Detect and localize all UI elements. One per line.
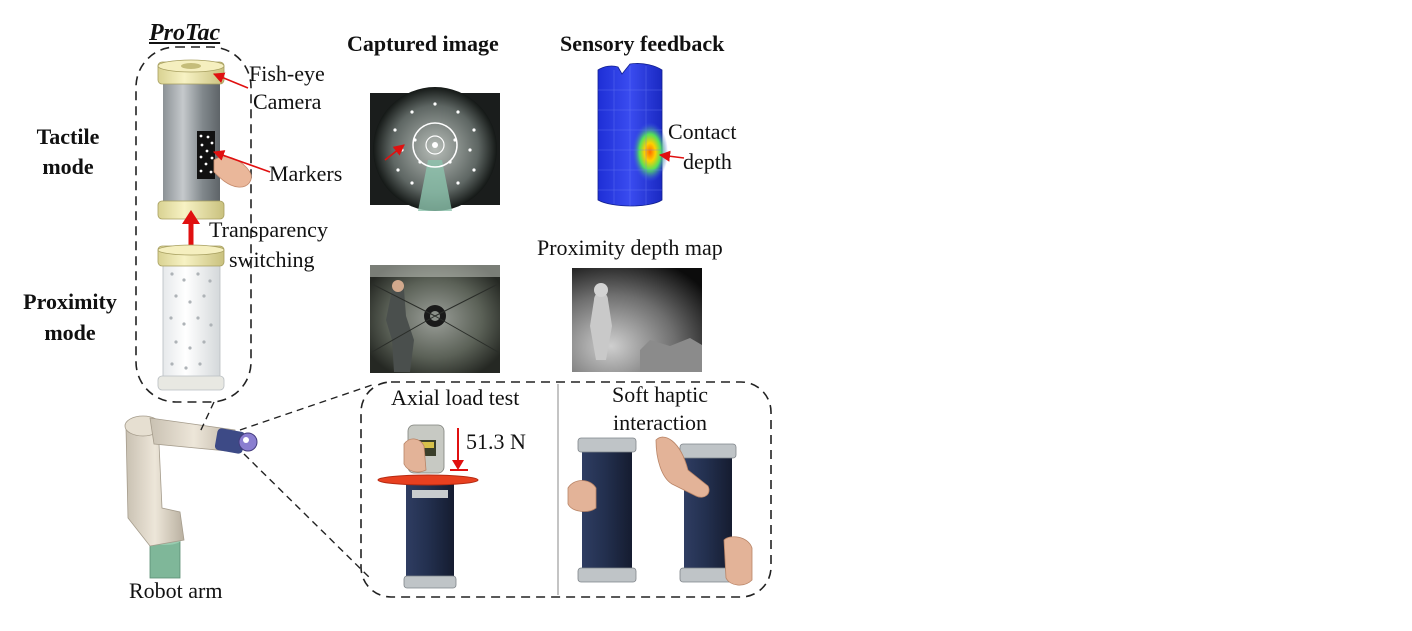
force-value-label: 51.3 N	[466, 429, 526, 454]
protac-dashed-outline	[135, 46, 252, 403]
depth-label: depth	[683, 149, 732, 174]
zoom-line-upper	[239, 384, 373, 431]
captured-proximity-image	[370, 265, 500, 373]
zoom-line-protac	[199, 401, 215, 433]
fisheye-label: Fish-eye	[249, 61, 325, 86]
load-plate	[377, 474, 479, 486]
proximity-mode-label-1: Proximity	[23, 289, 117, 314]
tests-dashed-outline	[360, 381, 772, 598]
contact-depth-map	[597, 63, 668, 207]
soft-haptic-label-1: Soft haptic	[612, 382, 708, 407]
tactile-mode-label-2: mode	[42, 154, 94, 179]
switching-label: switching	[229, 247, 315, 272]
contact-label: Contact	[668, 119, 737, 144]
soft-haptic-devices	[567, 436, 753, 586]
tactile-cylinder	[157, 59, 252, 220]
robot-arm-label: Robot arm	[129, 578, 223, 603]
markers-label: Markers	[269, 161, 343, 186]
captured-image-heading: Captured image	[347, 31, 499, 56]
tactile-mode-label-1: Tactile	[36, 124, 100, 149]
robot-arm	[124, 415, 258, 579]
soft-haptic-label-2: interaction	[612, 410, 708, 435]
protac-title: ProTac	[149, 20, 221, 46]
markers-image-arrow	[384, 144, 405, 161]
proximity-depth-map-image	[572, 268, 702, 372]
axial-load-device	[377, 424, 479, 589]
proximity-mode-label-2: mode	[44, 320, 96, 345]
transparency-label: Transparency	[209, 217, 328, 242]
proximity-marker-dots	[169, 272, 213, 370]
captured-tactile-image	[370, 87, 500, 211]
axial-load-test-label: Axial load test	[391, 385, 520, 410]
markers-arrow	[212, 150, 271, 173]
contact-depth-arrow	[658, 150, 685, 162]
proximity-depth-map-label: Proximity depth map	[537, 235, 723, 260]
switch-arrow-up-icon	[182, 210, 200, 224]
proximity-cylinder	[157, 244, 225, 391]
sensory-feedback-heading: Sensory feedback	[560, 31, 725, 56]
camera-label: Camera	[253, 89, 322, 114]
camera-arrow	[212, 72, 249, 89]
marker-dots	[199, 134, 214, 174]
zoom-line-lower	[243, 453, 373, 581]
